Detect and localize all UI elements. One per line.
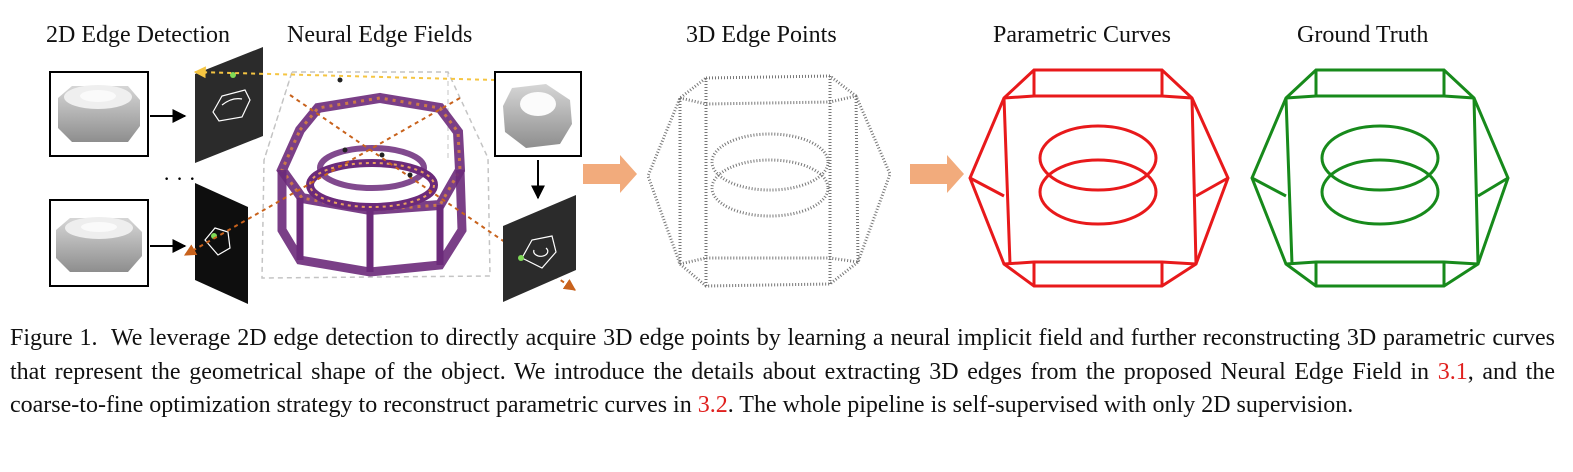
caption-text-2: , and the coarse-to-fine optimization st…: [10, 358, 1555, 419]
stage-arrow-2: [910, 155, 964, 193]
pipeline-figure: · · ·: [49, 47, 1510, 304]
parametric-curves: [968, 68, 1230, 288]
label-ground-truth: Ground Truth: [1297, 22, 1429, 48]
stage-arrow-1: [583, 155, 637, 193]
ground-truth-curves: [1250, 68, 1510, 288]
caption-text-1: Figure 1. We leverage 2D edge detection …: [10, 325, 1555, 385]
edge-map-2: [195, 183, 248, 304]
label-3d-edge-points: 3D Edge Points: [686, 22, 837, 48]
ellipsis: · · ·: [163, 166, 196, 191]
label-parametric-curves: Parametric Curves: [993, 22, 1171, 48]
rays: [183, 66, 576, 291]
edge-map-3: [503, 195, 576, 302]
label-2d-edge-detection: 2D Edge Detection: [46, 22, 230, 48]
edge-points-cloud: [646, 74, 892, 288]
label-neural-edge-fields: Neural Edge Fields: [287, 22, 473, 48]
neural-edge-field: [261, 71, 491, 279]
section-ref-3-1[interactable]: 3.1: [1437, 358, 1468, 385]
section-ref-3-2[interactable]: 3.2: [697, 392, 728, 418]
edge-map-1: [195, 47, 263, 163]
input-view-2: [49, 199, 149, 287]
input-view-3: [494, 71, 582, 157]
caption-text-3: . The whole pipeline is self-supervised …: [727, 392, 1354, 418]
figure-caption: Figure 1. We leverage 2D edge detection …: [10, 322, 1555, 423]
input-view-1: [49, 71, 149, 157]
